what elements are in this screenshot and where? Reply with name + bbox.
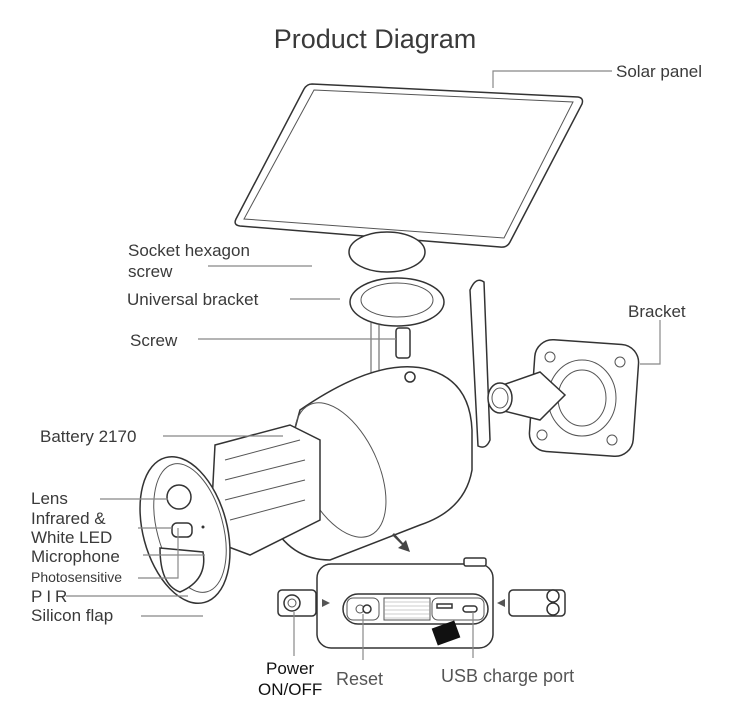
label-infrared-1: Infrared & bbox=[31, 509, 106, 528]
universal-bracket-drawing bbox=[348, 231, 445, 390]
label-power-2: ON/OFF bbox=[258, 680, 323, 699]
sd-card-icon bbox=[431, 620, 461, 646]
label-socket-hexagon-screw-1: Socket hexagon bbox=[128, 241, 250, 260]
label-infrared-2: White LED bbox=[31, 528, 113, 547]
label-power-1: Power bbox=[266, 659, 315, 678]
label-solar-panel: Solar panel bbox=[616, 62, 703, 81]
label-pir: PIR bbox=[31, 587, 72, 606]
camera-front-drawing bbox=[139, 455, 231, 605]
label-photosensitive: Photosensitive bbox=[31, 569, 123, 585]
label-silicon-flap: Silicon flap bbox=[31, 606, 114, 625]
arrow-icon bbox=[392, 533, 410, 552]
label-reset: Reset bbox=[336, 669, 384, 689]
bottom-panel-drawing bbox=[277, 557, 566, 649]
label-screw: Screw bbox=[130, 331, 178, 350]
leader-lines bbox=[66, 70, 661, 660]
page-title: Product Diagram bbox=[273, 24, 477, 54]
label-lens: Lens bbox=[31, 489, 68, 508]
label-socket-hexagon-screw-2: screw bbox=[128, 262, 173, 281]
label-usb-charge-port: USB charge port bbox=[441, 666, 575, 686]
label-bracket: Bracket bbox=[628, 302, 686, 321]
label-universal-bracket: Universal bracket bbox=[127, 290, 259, 309]
label-microphone: Microphone bbox=[31, 547, 120, 566]
label-battery: Battery 2170 bbox=[40, 427, 137, 446]
bracket-drawing bbox=[487, 338, 640, 458]
solar-panel-drawing bbox=[234, 83, 584, 248]
